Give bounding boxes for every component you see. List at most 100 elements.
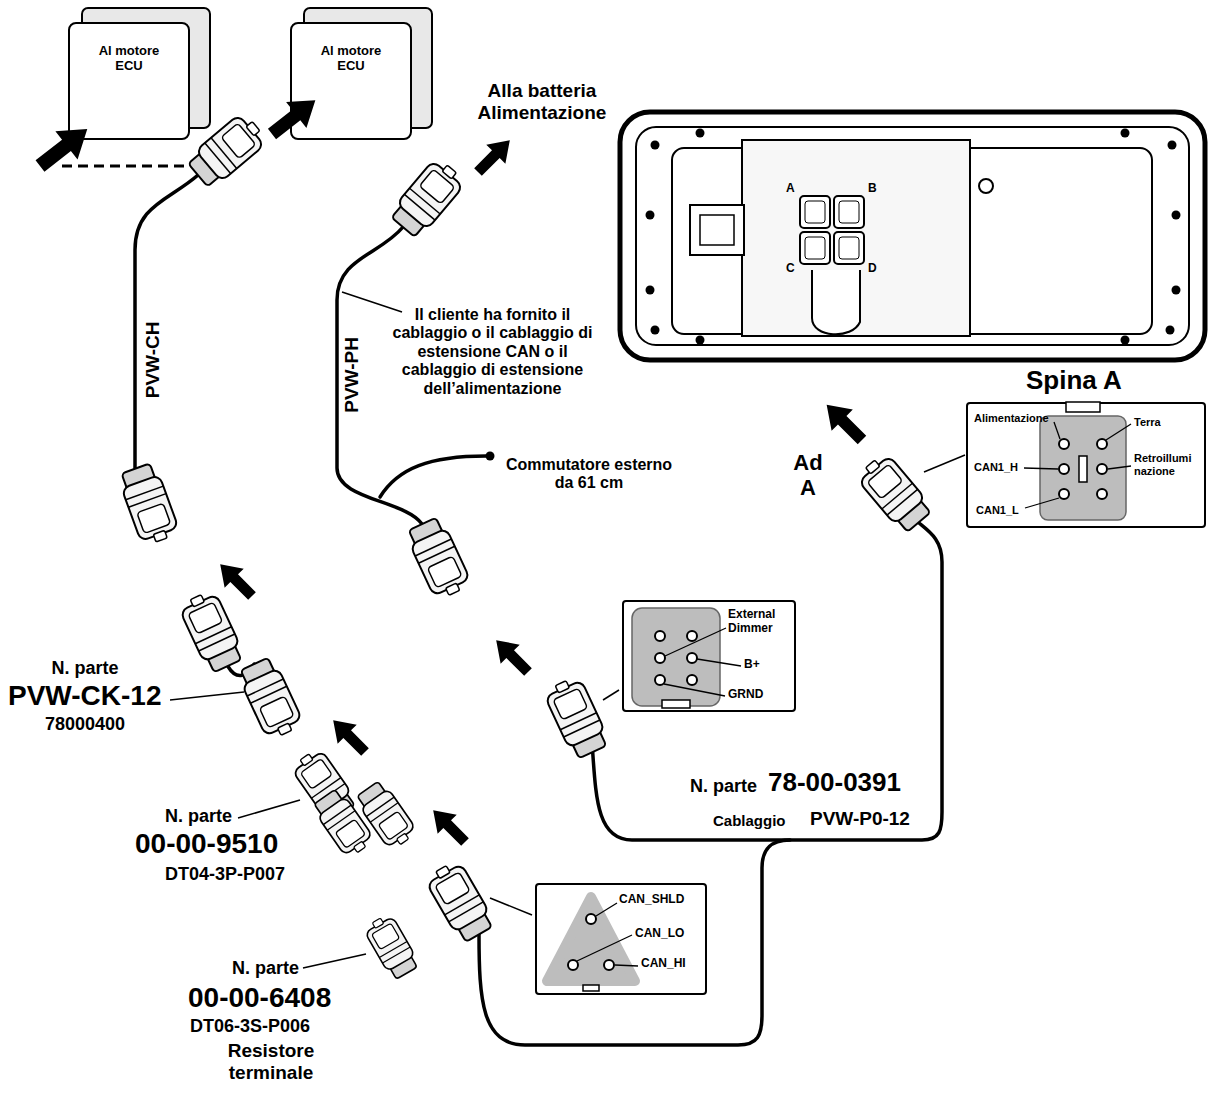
port-letter: C [786, 262, 795, 276]
display-unit [839, 237, 859, 259]
leader-line [615, 965, 638, 966]
connector-tab [662, 700, 690, 708]
part-number: 00-00-6408 [188, 982, 331, 1014]
display-unit [690, 205, 744, 255]
leader-line [170, 692, 244, 700]
display-unit [620, 112, 1205, 360]
pin [568, 960, 578, 970]
pin [1097, 464, 1107, 474]
leader-line [664, 684, 725, 696]
cable [380, 456, 486, 497]
pinout-box: CAN_SHLD CAN_LO CAN_HI [535, 883, 707, 995]
display-unit [620, 112, 1205, 360]
display-unit [1172, 211, 1181, 220]
direction-arrow [29, 115, 98, 180]
pin-label: CAN1_H [974, 461, 1018, 474]
pin-label: CAN_LO [635, 927, 684, 941]
connector [185, 111, 269, 190]
display-unit [805, 237, 825, 259]
leader-line [1024, 468, 1058, 469]
direction-arrow [29, 87, 873, 851]
display-unit [979, 179, 993, 193]
direction-arrow [324, 711, 375, 762]
display-unit [800, 232, 830, 264]
display-unit [646, 211, 655, 220]
target-label: Ad A [788, 450, 828, 501]
part-number: PVW-CK-12 [8, 680, 161, 712]
part-number: 00-00-9510 [135, 828, 278, 860]
pinout-box: External DimmerB+ GRND [622, 600, 796, 712]
connector [404, 515, 472, 601]
part-code: DT06-3S-P006 [190, 1016, 310, 1037]
pin-label: CAN_HI [641, 957, 686, 971]
pin [655, 631, 665, 641]
cable-name: PVW-PH [341, 337, 363, 413]
leader-line [1054, 422, 1060, 439]
connector-face [547, 897, 635, 981]
connector [354, 779, 419, 851]
part-caption: N. parte [30, 658, 140, 679]
connector-tab [1066, 402, 1100, 412]
connector-key [1079, 456, 1087, 482]
display-unit [646, 286, 655, 295]
leader-line [238, 800, 300, 818]
pin [687, 631, 697, 641]
pin [1097, 439, 1107, 449]
display-unit [812, 270, 860, 334]
cable-name: PVW-CH [142, 322, 164, 399]
display-unit [696, 129, 705, 138]
connector-tab [583, 985, 599, 991]
display-unit [1121, 129, 1130, 138]
connector [236, 655, 304, 741]
ecu-box: Al motore ECU [68, 22, 190, 140]
leader-line [342, 292, 402, 312]
pin [1059, 439, 1069, 449]
port-letter: D [868, 262, 877, 276]
connector [363, 912, 421, 981]
leader-line [603, 690, 619, 700]
direction-arrow [211, 555, 262, 606]
display-unit [839, 201, 859, 223]
pin [687, 675, 697, 685]
display-unit [805, 201, 825, 223]
direction-arrow [468, 131, 519, 182]
leader-line [697, 659, 741, 666]
wire-end [486, 452, 495, 461]
display-unit [651, 326, 660, 335]
leader-line [596, 903, 617, 916]
ecu-housing [68, 8, 432, 140]
pin [1059, 464, 1069, 474]
connector [178, 589, 246, 675]
leader-line [924, 455, 965, 472]
connector [117, 462, 181, 547]
pin [1059, 489, 1069, 499]
part-caption: Cablaggio [713, 812, 786, 829]
pin [655, 675, 665, 685]
leader-line [577, 935, 632, 961]
pin [1097, 489, 1107, 499]
pin-label: External Dimmer [728, 608, 790, 636]
leader-line [303, 954, 366, 968]
display-unit [696, 336, 705, 345]
leader-line [1025, 498, 1059, 508]
display-unit [636, 127, 1189, 345]
pin [586, 914, 596, 924]
pin-label: CAN1_L [976, 504, 1019, 517]
dashed-line [62, 165, 190, 168]
leader-line [1108, 466, 1131, 469]
pin [604, 960, 614, 970]
connector-face [632, 608, 720, 706]
port-letter: A [786, 182, 795, 196]
direction-arrow [816, 394, 873, 451]
pin-label: CAN_SHLD [619, 893, 684, 907]
pin-label: GRND [728, 688, 763, 702]
pin-label: B+ [744, 658, 760, 672]
pin-label: Alimentazione [974, 412, 1049, 425]
plug-heading: Spina A [1026, 366, 1122, 396]
display-unit [651, 141, 660, 150]
part-code: PVW-P0-12 [810, 808, 910, 830]
pin-label: Terra [1134, 416, 1161, 429]
pin [687, 653, 697, 663]
connector [117, 111, 934, 981]
